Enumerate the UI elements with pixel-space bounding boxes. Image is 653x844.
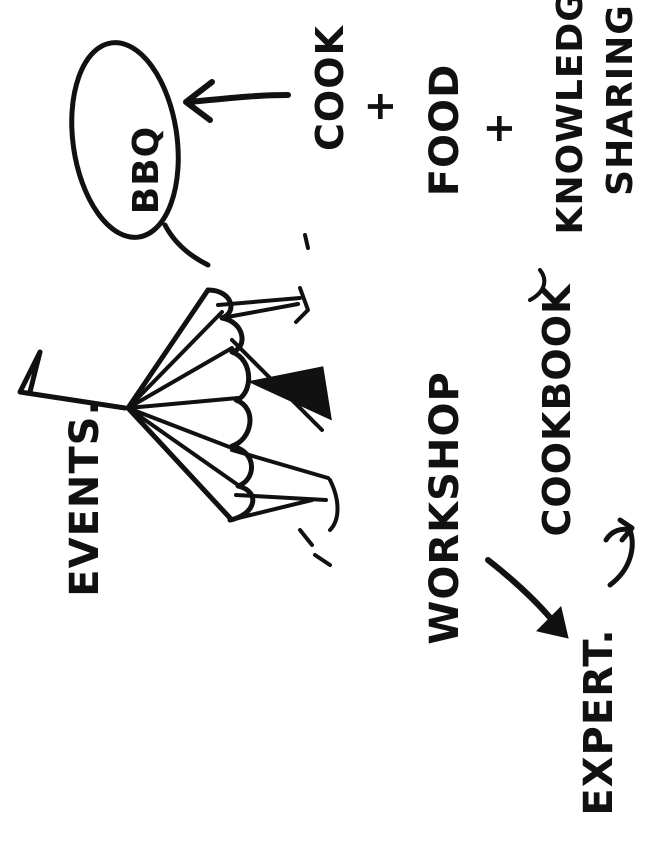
plus-sign-1: + bbox=[357, 89, 403, 124]
events-label: EVENTS. bbox=[62, 399, 108, 596]
knowledge-label: KNOWLEDGE bbox=[550, 0, 591, 234]
bbq-label: BBQ bbox=[126, 126, 167, 214]
workshop-label: WORKSHOP bbox=[422, 371, 468, 645]
plus-sign-2: + bbox=[476, 111, 522, 146]
food-label: FOOD bbox=[422, 64, 468, 197]
cook-label: COOK bbox=[308, 24, 352, 150]
sharing-label: SHARING bbox=[600, 4, 641, 196]
cookbook-label: COOKBOOK bbox=[535, 283, 579, 537]
expert-label: EXPERT. bbox=[576, 628, 622, 815]
